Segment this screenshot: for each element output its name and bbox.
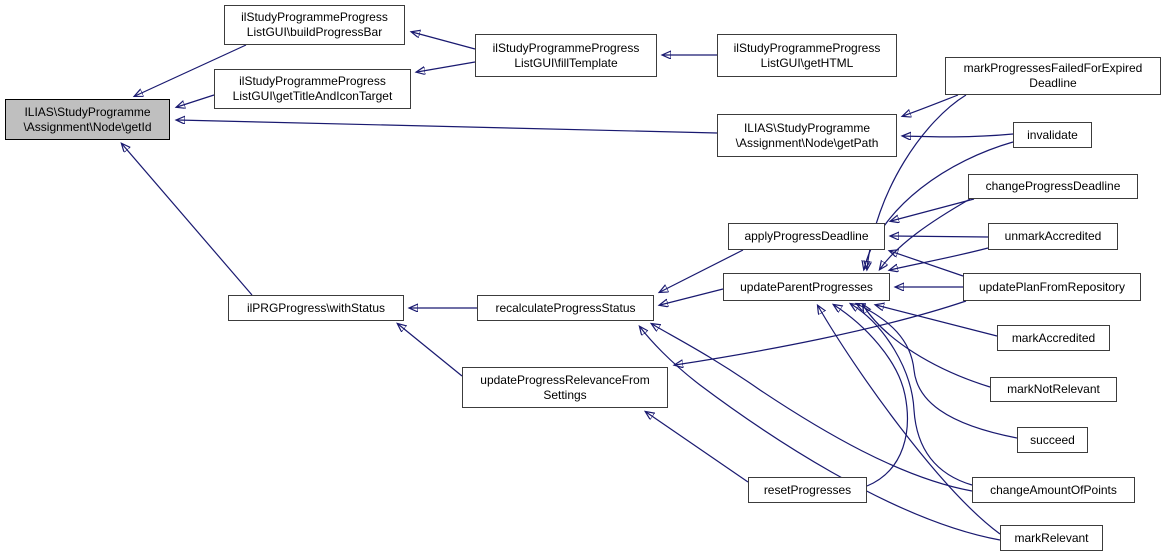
node-succeed[interactable]: succeed <box>1017 427 1088 453</box>
node-get-path[interactable]: ILIAS\StudyProgramme \Assignment\Node\ge… <box>717 114 897 157</box>
edge-update-parent-progresses-to-recalculate <box>660 288 724 305</box>
edge-get-title-and-icon-target-to-get-id <box>177 94 215 107</box>
node-mark-accredited[interactable]: markAccredited <box>997 325 1110 351</box>
node-change-amount-of-points[interactable]: changeAmountOfPoints <box>972 477 1135 503</box>
edge-update-progress-relevance-to-with-status <box>398 324 463 377</box>
node-update-parent-progresses[interactable]: updateParentProgresses <box>723 273 890 301</box>
node-build-progress-bar[interactable]: ilStudyProgrammeProgress ListGUI\buildPr… <box>224 5 405 45</box>
node-change-progress-deadline[interactable]: changeProgressDeadline <box>968 174 1138 199</box>
edge-mark-relevant-to-update-parent <box>818 306 1001 535</box>
edge-fill-template-to-get-title-and-icon-target <box>417 61 476 72</box>
edge-mark-relevant-to-recalculate <box>640 327 1001 541</box>
node-invalidate[interactable]: invalidate <box>1013 122 1092 148</box>
edge-unmark-accredited-to-apply <box>891 236 989 237</box>
edge-succeed-to-update-parent <box>857 304 1018 439</box>
edge-reset-progresses-to-update-progress-relevance <box>646 412 749 483</box>
edge-mark-not-relevant-to-update-parent <box>863 305 991 388</box>
edge-with-status-to-get-id <box>122 144 253 296</box>
node-update-plan-from-repository[interactable]: updatePlanFromRepository <box>963 273 1141 301</box>
node-get-title-and-icon-target[interactable]: ilStudyProgrammeProgress ListGUI\getTitl… <box>214 69 411 109</box>
edge-mark-accredited-to-update-parent <box>876 305 998 337</box>
edge-invalidate-to-get-path <box>903 134 1014 137</box>
node-get-html[interactable]: ilStudyProgrammeProgress ListGUI\getHTML <box>717 34 897 77</box>
node-with-status[interactable]: ilPRGProgress\withStatus <box>228 295 404 321</box>
node-unmark-accredited[interactable]: unmarkAccredited <box>988 223 1118 250</box>
node-mark-not-relevant[interactable]: markNotRelevant <box>990 377 1117 402</box>
edge-change-progress-deadline-to-update-parent <box>880 198 971 269</box>
edge-change-amount-of-points-to-update-parent <box>851 304 973 486</box>
edge-change-progress-deadline-to-apply <box>891 198 975 221</box>
node-recalculate-progress-status[interactable]: recalculateProgressStatus <box>477 295 654 321</box>
edge-mark-progresses-failed-to-get-path <box>903 94 959 116</box>
edge-fill-template-to-build-progress-bar <box>412 32 476 50</box>
node-mark-relevant[interactable]: markRelevant <box>1000 525 1103 551</box>
node-fill-template[interactable]: ilStudyProgrammeProgress ListGUI\fillTem… <box>475 34 657 77</box>
edge-update-plan-to-update-progress-relevance <box>675 300 967 365</box>
node-mark-progresses-failed-for-expired-deadline[interactable]: markProgressesFailedForExpired Deadline <box>945 57 1161 95</box>
edge-update-plan-to-apply <box>890 251 964 277</box>
edge-reset-progresses-to-update-parent <box>834 305 908 487</box>
edge-apply-progress-deadline-to-recalculate <box>660 249 744 292</box>
edge-unmark-accredited-to-update-parent <box>890 247 989 270</box>
node-get-id[interactable]: ILIAS\StudyProgramme \Assignment\Node\ge… <box>5 99 170 140</box>
edge-change-amount-of-points-to-recalculate <box>652 324 973 492</box>
node-update-progress-relevance-from-settings[interactable]: updateProgressRelevanceFrom Settings <box>462 367 668 408</box>
node-apply-progress-deadline[interactable]: applyProgressDeadline <box>728 223 885 250</box>
node-reset-progresses[interactable]: resetProgresses <box>748 477 867 503</box>
edge-get-path-to-get-id <box>177 120 718 134</box>
edge-build-progress-bar-to-get-id <box>135 44 247 96</box>
